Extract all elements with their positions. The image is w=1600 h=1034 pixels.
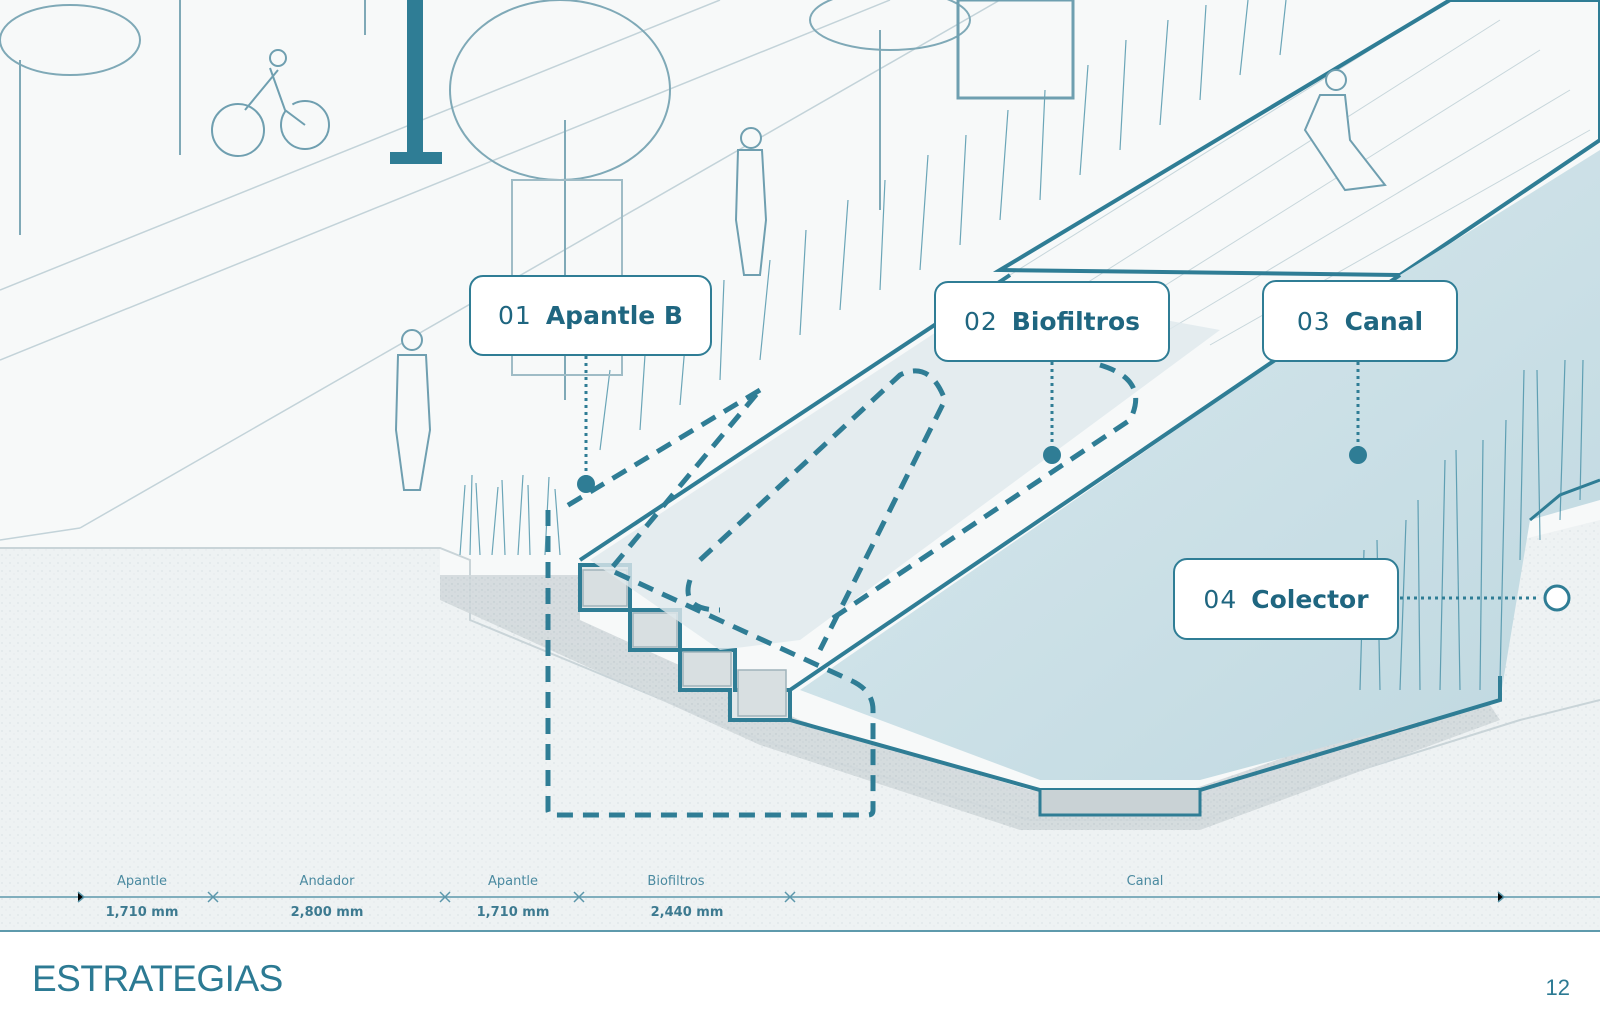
callout-label: Colector — [1251, 584, 1369, 614]
dimension-label: Apantle — [116, 874, 168, 889]
dimension-value: 1,710 mm — [105, 905, 179, 920]
apantle-outline — [545, 388, 876, 818]
dimension-ticks — [77, 891, 1506, 903]
dimension-value: 2,440 mm — [650, 905, 724, 920]
biofilter-vegetation — [590, 290, 1220, 650]
dimension-value: 1,710 mm — [476, 905, 550, 920]
people — [211, 49, 1387, 491]
callout-number: 02 — [963, 307, 998, 336]
page-number: 12 — [1545, 975, 1570, 1000]
dimension-label: Biofiltros — [647, 874, 705, 889]
marker-colector — [1543, 584, 1571, 612]
marker-biofiltros — [1043, 446, 1061, 464]
street-plane — [0, 0, 1001, 541]
dimension-label: Apantle — [487, 874, 539, 889]
callout-biofiltros: 02 Biofiltros — [934, 281, 1170, 362]
section-diagram — [0, 0, 1600, 932]
boardwalk-edge — [992, 0, 1600, 278]
callout-label: Biofiltros — [1011, 307, 1141, 336]
canal-channel — [1038, 790, 1202, 817]
callout-colector: 04 Colector — [1173, 558, 1399, 640]
sign-panel — [956, 0, 1075, 100]
leaders — [584, 356, 1540, 600]
callout-number: 01 — [498, 301, 532, 330]
terrace-blocks — [582, 569, 787, 717]
callout-label: Canal — [1344, 306, 1424, 336]
page-title: ESTRATEGIAS — [32, 958, 283, 999]
callout-apantle: 01 Apantle B — [469, 275, 712, 356]
callout-number: 03 — [1296, 306, 1331, 336]
marker-canal — [1349, 446, 1367, 464]
apantle-outline-top — [558, 387, 762, 513]
light-pole — [407, 0, 423, 160]
dimension-label: Andador — [299, 874, 355, 889]
callout-label: Apantle B — [545, 301, 683, 330]
dimension-value: 2,800 mm — [290, 905, 364, 920]
light-pole-base — [390, 152, 442, 164]
callout-number: 04 — [1203, 584, 1238, 614]
callout-canal: 03 Canal — [1262, 280, 1458, 362]
marker-apantle — [577, 475, 595, 493]
biofiltros-outline — [685, 362, 1139, 652]
dimension-label: Canal — [1126, 874, 1164, 889]
